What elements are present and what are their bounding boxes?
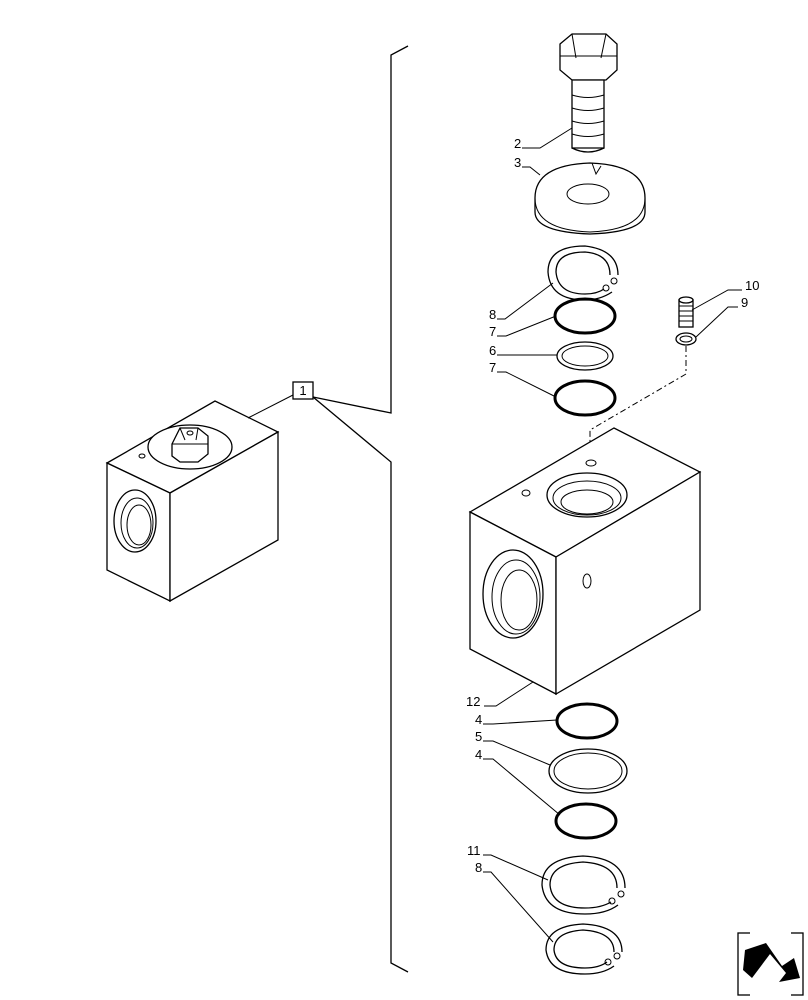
backup-ring-bottom (548, 748, 628, 794)
snap-ring-bottom-b (545, 923, 623, 975)
assembled-valve-block (105, 400, 280, 603)
plug (678, 296, 694, 328)
label-o-ring-top-b: 7 (489, 360, 496, 375)
snap-ring-bottom-a (541, 855, 626, 915)
assembly-callout: 1 (247, 381, 314, 419)
o-ring-top-a (553, 297, 617, 335)
label-washer: 3 (514, 155, 521, 170)
backup-ring-top (556, 341, 614, 371)
assembly-callout-text: 1 (299, 383, 306, 398)
o-ring-bottom-a (555, 702, 619, 740)
label-snap-ring-bottom-b: 8 (475, 860, 482, 875)
arrow-navigation-icon[interactable] (737, 925, 804, 1000)
valve-body (468, 427, 702, 696)
washer (534, 162, 646, 235)
o-ring-bottom-b (554, 802, 618, 840)
label-backup-ring-top: 6 (489, 343, 496, 358)
label-o-ring-bottom-a: 4 (475, 712, 482, 727)
label-backup-ring-bottom: 5 (475, 729, 482, 744)
label-o-ring-bottom-b: 4 (475, 747, 482, 762)
o-ring-top-b (553, 379, 617, 417)
label-plug-seal: 9 (741, 295, 748, 310)
label-o-ring-top-a: 7 (489, 324, 496, 339)
label-bolt: 2 (514, 136, 521, 151)
label-snap-ring-top: 8 (489, 307, 496, 322)
bolt (559, 33, 618, 153)
backup-ring-top-inner (561, 345, 609, 367)
plug-seal (675, 332, 697, 346)
snap-ring-top (547, 245, 619, 301)
part-labels: 2 3 8 7 6 7 10 9 12 4 5 4 11 8 (466, 127, 759, 943)
label-plug: 10 (745, 278, 759, 293)
backup-ring-bottom-inner (553, 752, 623, 790)
exploded-view-bracket (312, 45, 409, 973)
label-snap-ring-bottom-a: 11 (467, 843, 481, 858)
label-valve-body: 12 (466, 694, 480, 709)
